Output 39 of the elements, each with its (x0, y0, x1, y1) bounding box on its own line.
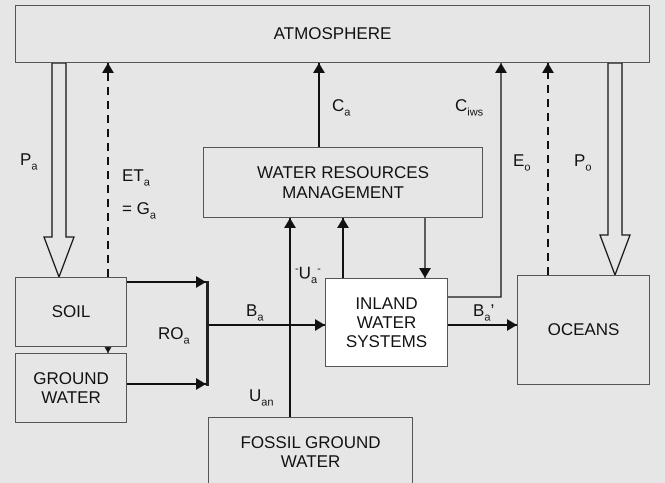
node-label: WATER RESOURCES MANAGEMENT (256, 163, 430, 202)
flow-label: C$_{a}$ (332, 95, 350, 120)
arrow (127, 378, 206, 390)
node-label: GROUND WATER (32, 368, 110, 408)
arrow (127, 276, 206, 288)
flow-label: ET$_{a}$ = G$_{a}$ (122, 165, 157, 224)
fossil-water-box (208, 417, 413, 483)
arrow (542, 63, 554, 275)
flow-label: C$_{iws}$ (455, 95, 484, 120)
arrow (104, 347, 112, 353)
node-label: ATMOSPHERE (274, 24, 392, 44)
node-label: SOIL (52, 302, 90, 322)
arrow (448, 63, 507, 298)
oceans-box (517, 275, 650, 385)
node-label: FOSSIL GROUND WATER (239, 432, 382, 472)
block-arrow (43, 62, 75, 279)
ground-water-box (15, 353, 127, 423)
atmosphere-box (15, 5, 650, 63)
node-label: OCEANS (548, 320, 620, 340)
soil-box (15, 277, 127, 347)
process-box (203, 147, 483, 218)
flow-label: B$_{a}$’ (473, 300, 494, 325)
arrow (448, 319, 517, 331)
flow-label: E$_{o}$ (513, 150, 530, 175)
arrow (419, 218, 431, 278)
arrow (337, 218, 349, 278)
block-arrow (599, 62, 631, 277)
arrow (284, 218, 296, 417)
flow-label: P$_{o}$ (574, 150, 592, 175)
flow-label: P$_{a}$ (20, 149, 38, 174)
flow-label: U$_{an}$ (249, 385, 274, 410)
arrow (209, 319, 325, 331)
junction-bar (206, 281, 209, 386)
arrow (102, 63, 114, 277)
flow-label: B$_{a}$ (246, 300, 264, 325)
arrow (313, 63, 325, 147)
inland-water-box (325, 278, 448, 367)
flow-label: RO$_{a}$ (158, 323, 190, 348)
node-label: INLAND WATER SYSTEMS (344, 294, 428, 352)
